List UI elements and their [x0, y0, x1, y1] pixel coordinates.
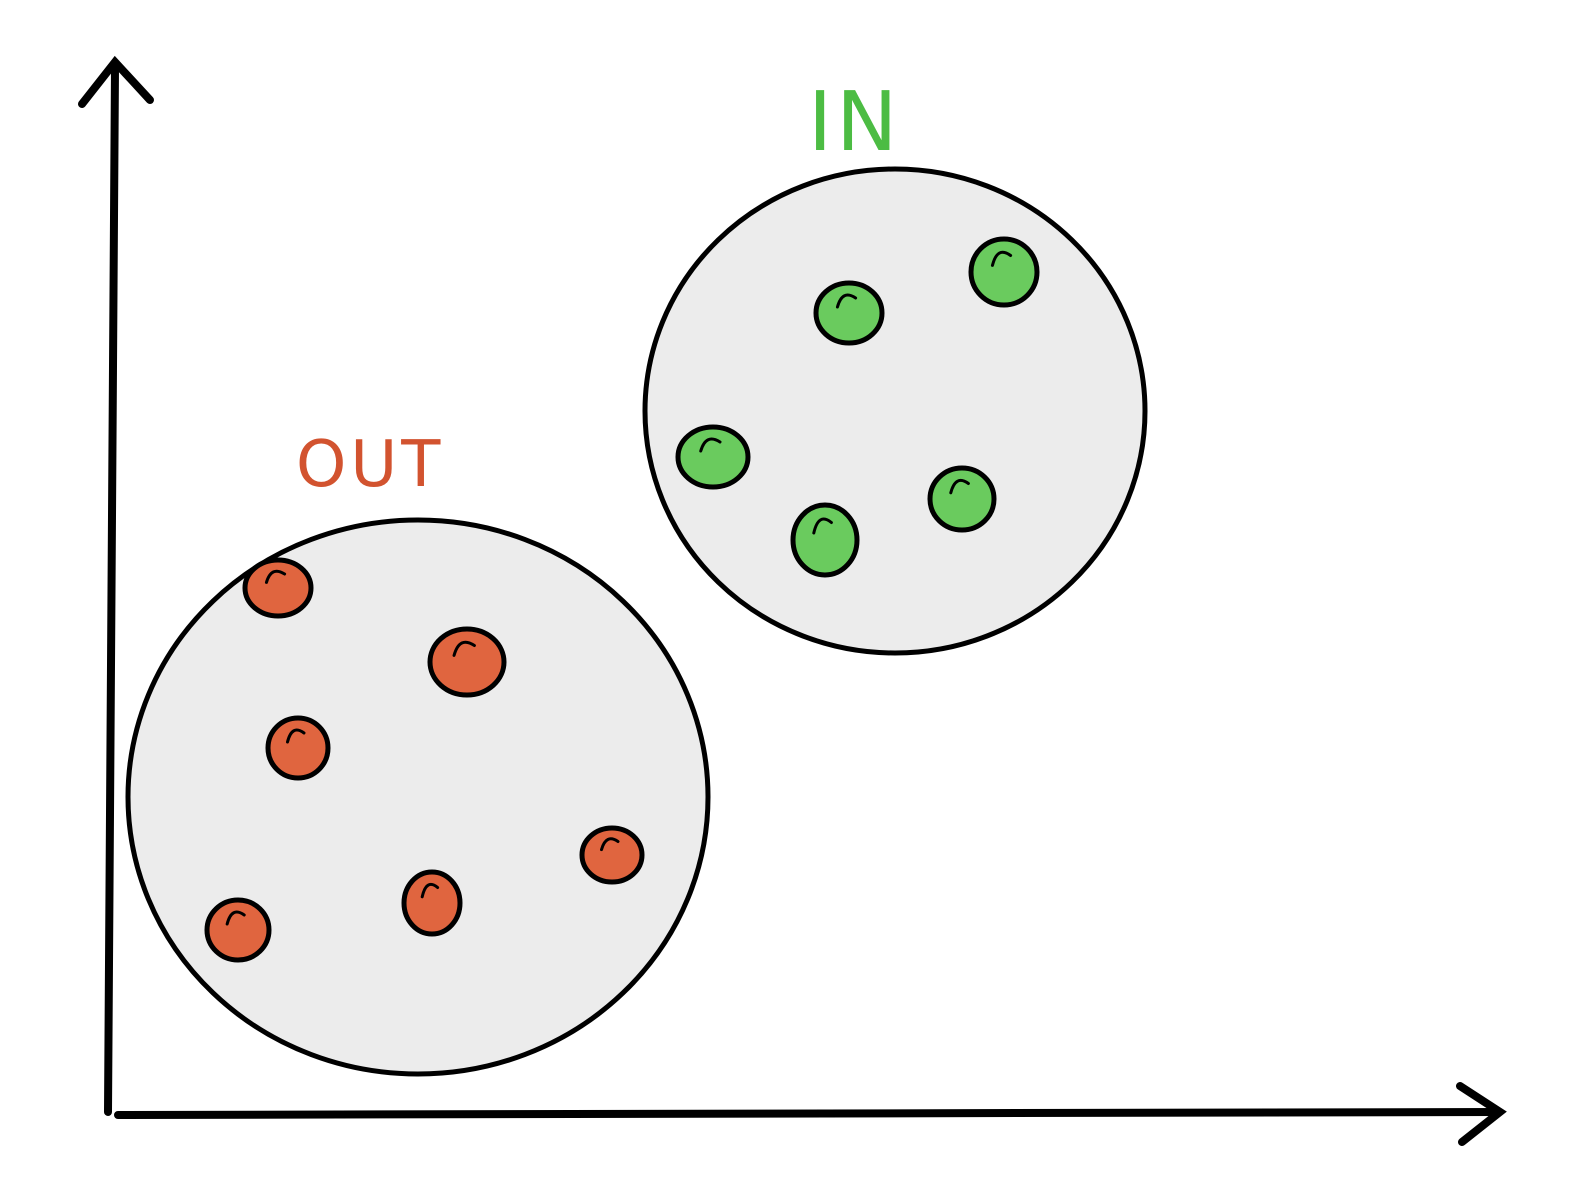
out-cluster-boundary — [125, 517, 711, 1077]
in-point — [790, 502, 860, 578]
in-point — [927, 465, 997, 533]
out-point-stroke — [600, 837, 620, 852]
in-point-stroke — [990, 250, 1013, 267]
out-point — [427, 626, 507, 698]
out-cluster: OUT — [125, 428, 711, 1077]
y-axis — [104, 64, 119, 1116]
x-axis — [114, 1108, 1502, 1119]
out-cluster-points — [204, 557, 645, 963]
axes — [78, 55, 1507, 1146]
x-axis-arrowhead — [1456, 1082, 1507, 1146]
in-point-stroke — [949, 478, 970, 495]
out-point — [265, 715, 331, 781]
in-cluster-points — [675, 236, 1040, 578]
out-cluster-label: OUT — [296, 428, 444, 502]
in-point — [968, 236, 1040, 308]
in-point — [675, 424, 751, 490]
in-point-stroke — [835, 293, 858, 309]
out-point-stroke — [420, 882, 440, 899]
in-cluster-label: IN — [808, 75, 902, 170]
out-point — [401, 869, 463, 937]
in-point-stroke — [699, 437, 722, 453]
in-cluster: IN — [642, 75, 1148, 656]
out-point-stroke — [225, 910, 246, 926]
out-point-stroke — [286, 728, 306, 744]
out-point-stroke — [264, 569, 287, 584]
in-point-stroke — [812, 517, 833, 535]
in-cluster-boundary — [642, 166, 1148, 656]
out-point — [204, 897, 272, 963]
out-point-stroke — [452, 640, 476, 657]
out-point — [579, 825, 645, 885]
in-point — [813, 280, 885, 346]
y-axis-arrowhead — [78, 55, 154, 108]
out-point — [242, 557, 314, 619]
